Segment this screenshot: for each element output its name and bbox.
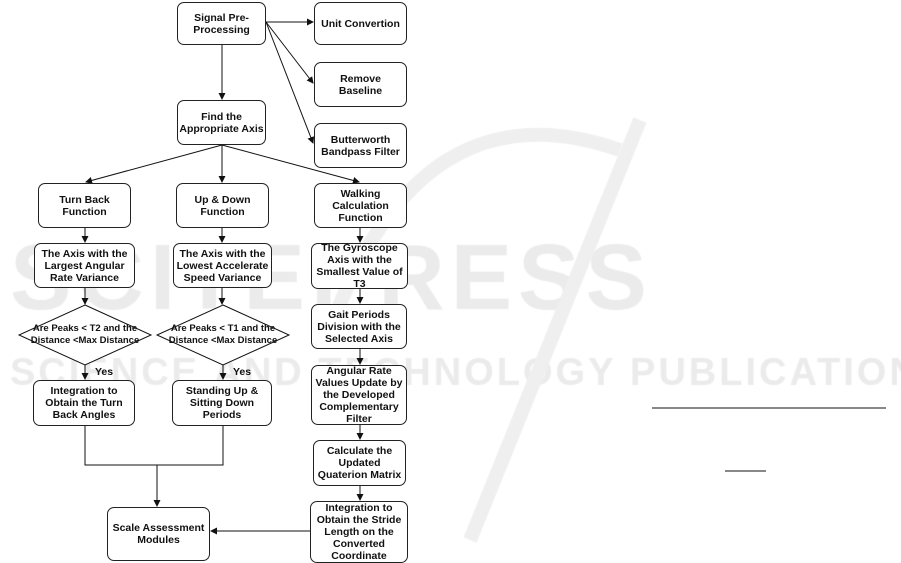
- arrow-signal-butterworth: [265, 21, 315, 144]
- arrow-signal-baseline: [265, 21, 314, 84]
- decision-t1-text: Are Peaks < T1 and the Distance <Max Dis…: [168, 323, 278, 346]
- arrow-findaxis-walking: [221, 144, 360, 184]
- merge-line: [84, 426, 224, 466]
- node-unit-convertion: Unit Convertion: [314, 2, 407, 45]
- node-angular-rate-update: Angular Rate Values Update by the Develo…: [311, 365, 407, 425]
- node-turn-back-function: Turn Back Function: [38, 183, 131, 228]
- yes-label-left: Yes: [95, 366, 114, 378]
- node-integration-turn-back: Integration to Obtain the Turn Back Angl…: [33, 380, 135, 426]
- node-stride-length: Integration to Obtain the Stride Length …: [310, 501, 408, 563]
- node-scale-assessment: Scale Assessment Modules: [107, 507, 210, 561]
- node-find-axis: Find the Appropriate Axis: [177, 100, 266, 145]
- node-up-down-function: Up & Down Function: [176, 183, 269, 228]
- node-gait-periods: Gait Periods Division with the Selected …: [311, 304, 407, 349]
- node-signal-preprocessing: Signal Pre- Processing: [177, 2, 266, 45]
- node-largest-angular: The Axis with the Largest Angular Rate V…: [34, 243, 135, 288]
- node-butterworth-filter: Butterworth Bandpass Filter: [314, 123, 407, 168]
- node-quaternion-matrix: Calculate the Updated Quaterion Matrix: [313, 440, 406, 486]
- arrow-findaxis-turnback: [85, 144, 223, 184]
- yes-label-mid: Yes: [233, 366, 252, 378]
- node-remove-baseline: Remove Baseline: [314, 62, 407, 107]
- node-lowest-accelerate: The Axis with the Lowest Accelerate Spee…: [173, 243, 272, 288]
- node-standing-sitting: Standing Up & Sitting Down Periods: [172, 380, 272, 426]
- decision-t2-text: Are Peaks < T2 and the Distance <Max Dis…: [30, 323, 140, 346]
- node-walking-function: Walking Calculation Function: [314, 183, 407, 228]
- node-gyroscope-axis: The Gyroscope Axis with the Smallest Val…: [311, 242, 408, 290]
